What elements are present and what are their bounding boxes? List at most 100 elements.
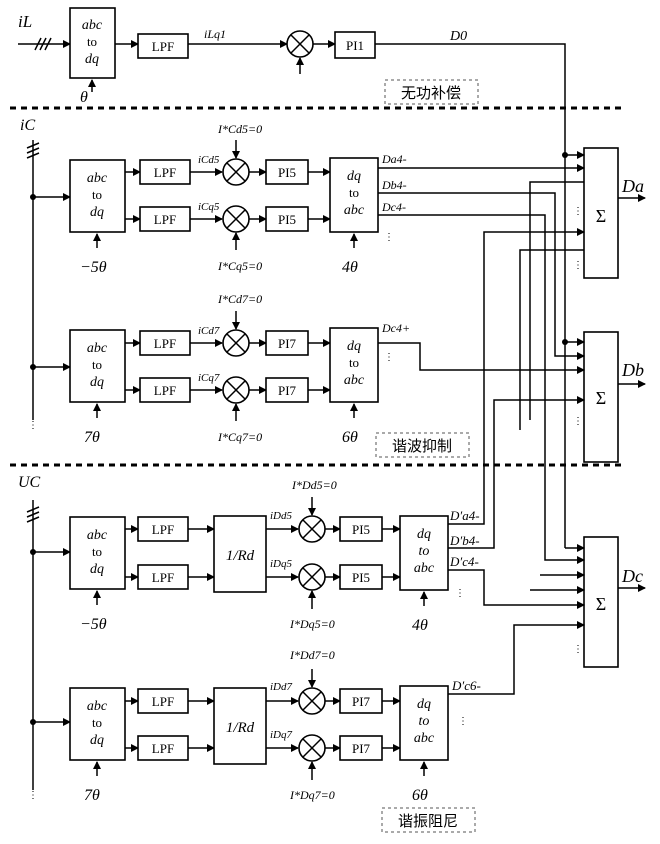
abc-label: abc: [87, 528, 108, 543]
ellipsis-dq5: ⋮: [384, 232, 394, 243]
to-label: to: [349, 355, 359, 370]
abc-label: abc: [344, 203, 365, 218]
pi5-block-cd: [265, 159, 309, 185]
ellipsis-du7: ⋮: [458, 716, 468, 727]
to-label: to: [92, 357, 102, 372]
7theta-label-c: 7θ: [84, 429, 100, 446]
abc-label: abc: [87, 699, 108, 714]
4theta-label-c: 4θ: [342, 259, 358, 276]
lpf-label: LPF: [154, 212, 176, 227]
dq-to-abc-block-u7: [399, 685, 449, 761]
triple-slash-marker: [34, 37, 52, 51]
iDd7-ref-label: I*Dd7=0: [289, 648, 335, 662]
lpf-label: LPF: [152, 522, 174, 537]
rd-label: 1/Rd: [226, 548, 255, 564]
abc-label: abc: [414, 731, 435, 746]
lpf-label: LPF: [152, 570, 174, 585]
ellipsis-sum-c: ⋮: [573, 644, 583, 655]
abc-label: abc: [344, 373, 365, 388]
pi5-block-ud: [339, 516, 383, 542]
4theta-label-u: 4θ: [412, 617, 428, 634]
6theta-label-u: 6θ: [412, 787, 428, 804]
dq-label: dq: [90, 562, 104, 577]
pi1-label: PI1: [346, 38, 364, 53]
iCq5-label: iCq5: [198, 201, 220, 213]
sigma-block-b: [583, 331, 619, 463]
sum-junction-1: [286, 30, 314, 58]
ellipsis-c: ⋮: [28, 420, 38, 431]
Dpb4-label: D′b4-: [449, 533, 480, 548]
sum-junction-c7q: [222, 376, 250, 404]
sum-junction-c7d: [222, 329, 250, 357]
lpf-label: LPF: [154, 336, 176, 351]
iDq5-label: iDq5: [270, 558, 293, 570]
pi7-label: PI7: [278, 336, 297, 351]
iDd7-label: iDd7: [270, 681, 293, 693]
input-iC-label: iC: [20, 117, 35, 134]
to-label: to: [349, 185, 359, 200]
D0-label: D0: [449, 29, 467, 44]
lpf-label: LPF: [152, 694, 174, 709]
dq-to-abc-block-c5: [329, 157, 379, 233]
ellipsis-sum-a: ⋮: [573, 206, 583, 217]
lpf-label: LPF: [154, 165, 176, 180]
abc-to-dq-block-u5: [69, 516, 126, 590]
dq-label: dq: [90, 205, 104, 220]
lpf-label: LPF: [152, 741, 174, 756]
dq-to-abc-block-c7: [329, 327, 379, 403]
pi5-label: PI5: [278, 165, 296, 180]
section-harmonic-suppression: iC ⋮ abc to dq −5θ LPF LPF iCd5 iCq5: [20, 117, 470, 458]
lpf-block-c5q: [139, 206, 191, 232]
sum-junction-u7q: [298, 734, 326, 762]
sigma-block-c: [583, 536, 619, 668]
lpf-block-1: [137, 33, 189, 59]
input-iL-label: iL: [18, 12, 32, 31]
section-resonance-damping: UC ⋮ abc to dq −5θ LPF LPF 1/Rd iDd5 iDq: [18, 474, 481, 833]
sum-junction-c5q: [222, 205, 250, 233]
one-over-rd-block-7: [213, 687, 267, 765]
minus5theta-label-u: −5θ: [80, 616, 107, 633]
one-over-rd-block-5: [213, 515, 267, 593]
ellipsis-du5: ⋮: [455, 588, 465, 599]
iLq1-label: iLq1: [204, 27, 226, 41]
iDq7-label: iDq7: [270, 729, 293, 741]
iDd5-label: iDd5: [270, 510, 293, 522]
region-box-1: [384, 79, 479, 105]
dq-label: dq: [90, 733, 104, 748]
dq-label: dq: [347, 169, 361, 184]
lpf-block-u5q: [137, 564, 189, 590]
to-label: to: [92, 544, 102, 559]
iCq5-ref-label: I*Cq5=0: [217, 259, 262, 273]
to-label: to: [87, 34, 97, 49]
abc-label: abc: [87, 171, 108, 186]
lpf-block-u7d: [137, 688, 189, 714]
to-label: to: [419, 544, 430, 559]
pi5-block-cq: [265, 206, 309, 232]
sigma-block-a: [583, 147, 619, 279]
pi5-block-uq: [339, 564, 383, 590]
dq-label: dq: [347, 339, 361, 354]
dq-label: dq: [85, 52, 99, 67]
pi7-label: PI7: [278, 383, 297, 398]
lpf-label: LPF: [152, 39, 174, 54]
pi5-label: PI5: [278, 212, 296, 227]
iCq7-ref-label: I*Cq7=0: [217, 430, 262, 444]
abc-to-dq-block-u7: [69, 687, 126, 761]
pi7-label: PI7: [352, 741, 371, 756]
routing-wires: ⋮ ⋮ ⋮ ⋮: [378, 151, 585, 695]
sum-junction-u5q: [298, 563, 326, 591]
Db-output-label: Db: [621, 360, 644, 380]
ellipsis-dq7: ⋮: [384, 352, 394, 363]
sigma-c: Σ: [596, 594, 606, 614]
lpf-label: LPF: [154, 383, 176, 398]
theta-label: θ: [80, 89, 88, 106]
section-reactive-compensation: iL abc to dq θ LPF iLq1 PI1 D0 无功补偿: [18, 7, 566, 155]
iCd7-label: iCd7: [198, 325, 220, 337]
iDd5-ref-label: I*Dd5=0: [291, 478, 337, 492]
Dpc4-label: D′c4-: [449, 554, 479, 569]
pi1-block: [334, 31, 376, 59]
Dc4plus-label: Dc4+: [381, 321, 410, 335]
Dc-output-label: Dc: [621, 566, 643, 586]
ellipsis-sum-a2: ⋮: [573, 260, 583, 271]
to-label: to: [92, 715, 102, 730]
